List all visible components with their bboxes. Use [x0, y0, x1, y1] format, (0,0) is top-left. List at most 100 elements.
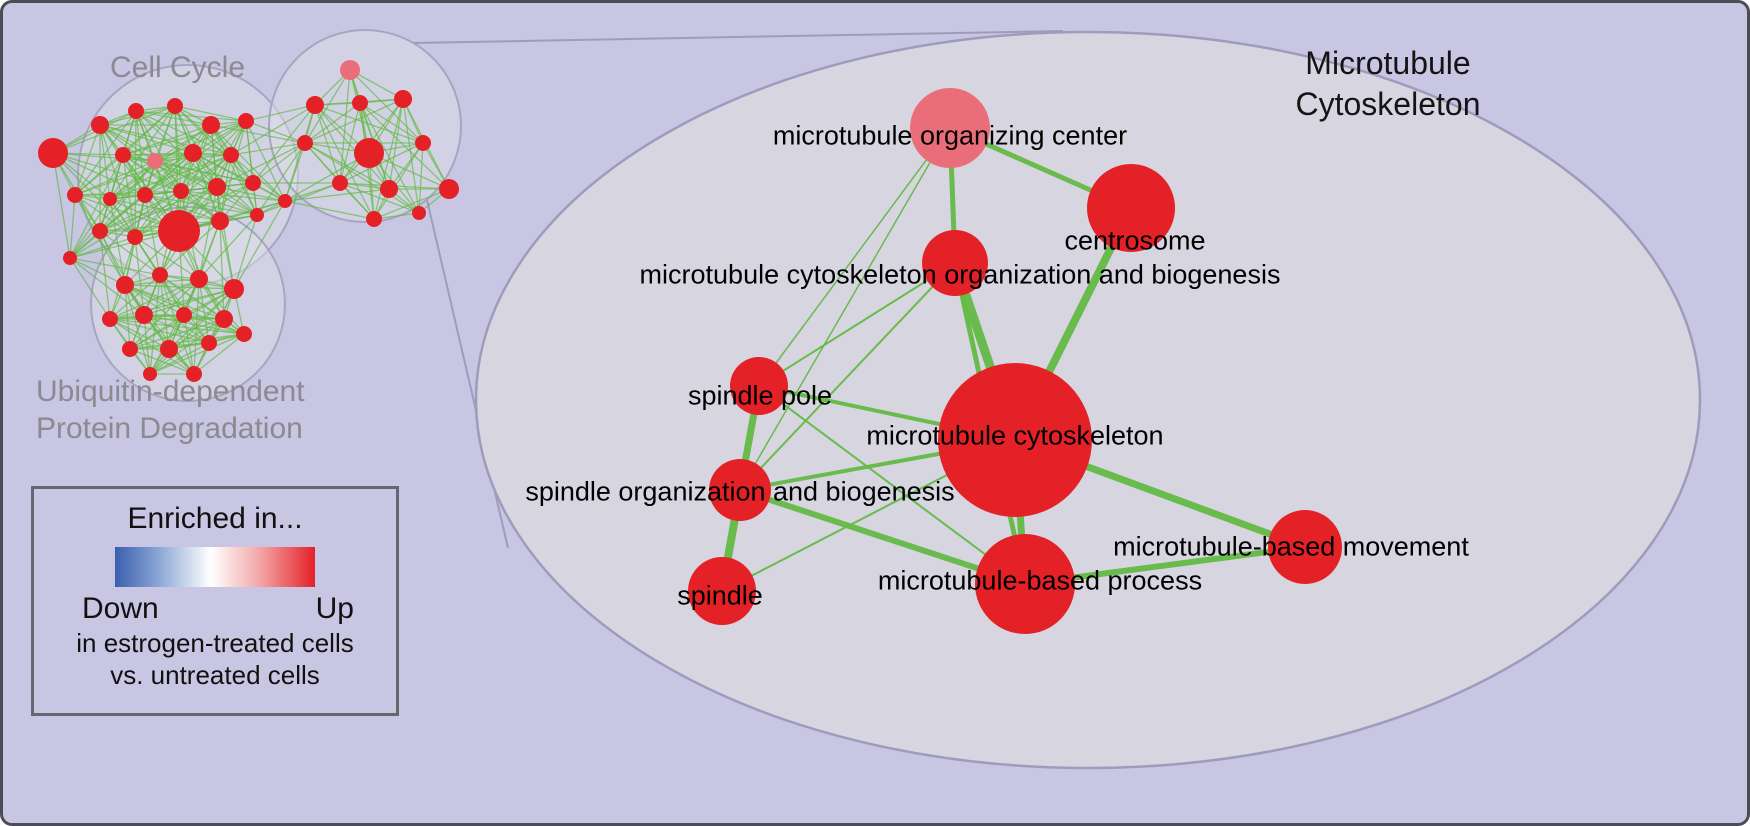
overview-edge — [122, 154, 136, 238]
overview-edge — [129, 333, 245, 350]
edge-moc-spindle_org — [739, 127, 951, 491]
overview-node — [67, 187, 83, 203]
legend-caption-line1: in estrogen-treated cells — [76, 628, 354, 658]
overview-node — [332, 175, 348, 191]
node-spindle — [688, 557, 756, 625]
overview-edge — [402, 98, 420, 214]
overview-edge — [69, 257, 126, 286]
overview-edge — [134, 182, 254, 238]
overview-edge — [99, 186, 218, 232]
overview-edge — [99, 190, 182, 232]
overview-edge — [129, 348, 195, 375]
overview-node — [223, 147, 239, 163]
overview-edge — [109, 154, 232, 200]
overview-edge — [69, 194, 76, 259]
overview-edge — [198, 278, 210, 344]
cluster-label-microtubule-line2: Cytoskeleton — [1295, 86, 1481, 122]
overview-edge — [219, 220, 235, 290]
legend-gradient-bar — [115, 547, 315, 587]
overview-edge — [304, 102, 361, 144]
node-spindle_pole — [730, 357, 788, 415]
node-moc — [910, 88, 990, 168]
overview-edge — [129, 314, 185, 350]
overview-edge — [339, 142, 424, 184]
overview-edge — [134, 152, 194, 238]
overview-node — [412, 206, 426, 220]
overview-edge — [216, 186, 286, 202]
overview-node — [352, 95, 368, 111]
overview-edge — [210, 124, 306, 144]
overview-node — [137, 187, 153, 203]
overview-edge — [69, 198, 111, 259]
overview-node — [201, 335, 217, 351]
overview-edge — [284, 200, 375, 220]
overview-edge — [245, 104, 316, 122]
overview-edge — [143, 288, 235, 316]
overview-edge — [149, 333, 245, 375]
overview-edge — [210, 124, 258, 216]
overview-node — [135, 306, 153, 324]
overview-edge — [69, 257, 145, 316]
overview-edge — [233, 214, 258, 290]
overview-edge — [284, 152, 370, 202]
overview-edge — [109, 318, 170, 350]
overview-node — [366, 211, 382, 227]
overview-edge — [359, 102, 424, 144]
overview-edge — [109, 274, 161, 320]
overview-node — [278, 194, 292, 208]
overview-edge — [69, 154, 124, 259]
overview-edge — [69, 160, 156, 259]
overview-edge — [314, 104, 341, 184]
overview-edge — [109, 278, 200, 320]
edge-mcob-spindle_org — [739, 262, 956, 491]
overview-node — [115, 147, 131, 163]
legend-up-label: Up — [315, 592, 354, 625]
overview-edge — [122, 124, 212, 156]
overview-edge — [219, 220, 225, 320]
overview-edge — [122, 154, 218, 188]
overview-edge — [245, 120, 306, 144]
overview-edge — [373, 142, 424, 220]
overview-edge — [168, 318, 225, 350]
cluster-label-microtubule-line1: Microtubule — [1305, 45, 1471, 81]
overview-edge — [349, 69, 404, 100]
node-spindle_org — [709, 459, 771, 521]
overview-edge — [339, 182, 420, 214]
node-label-mt_cyto: microtubule cytoskeleton — [866, 420, 1163, 450]
overview-edge — [122, 120, 247, 156]
overview-node — [103, 192, 117, 206]
overview-node — [190, 270, 208, 288]
magnified-cluster-ellipse — [474, 30, 1702, 770]
overview-edge — [284, 142, 306, 202]
edge-moc-spindle_pole — [758, 127, 951, 387]
edge-mcob-spindle_pole — [758, 262, 956, 387]
zoom-cone-line — [412, 30, 1064, 44]
overview-edge — [52, 152, 71, 259]
overview-edge — [339, 182, 375, 220]
cluster-label-microtubule-cytoskeleton: Microtubule Cytoskeleton — [1293, 43, 1483, 125]
overview-node — [91, 116, 109, 134]
node-mcob — [922, 230, 988, 296]
overview-edge — [124, 284, 235, 290]
overview-edge — [216, 142, 306, 188]
overview-node — [167, 98, 183, 114]
overview-edge — [388, 98, 404, 190]
overview-edge — [74, 190, 182, 196]
overview-edge — [134, 236, 145, 316]
legend-title: Enriched in... — [127, 502, 303, 535]
overview-edge — [143, 314, 245, 335]
overview-edge — [99, 124, 111, 200]
edge-spindle_org-mt_process — [737, 487, 1028, 587]
node-label-spindle: spindle — [677, 580, 763, 610]
overview-edge — [314, 104, 375, 220]
overview-edge — [69, 257, 111, 320]
overview-edge — [198, 278, 245, 335]
overview-edge — [304, 98, 404, 144]
node-centrosome — [1087, 164, 1175, 252]
overview-edge — [74, 124, 101, 196]
overview-edge — [198, 214, 258, 280]
overview-edge — [174, 105, 247, 122]
overview-edge — [109, 288, 235, 320]
overview-edge — [192, 120, 247, 154]
